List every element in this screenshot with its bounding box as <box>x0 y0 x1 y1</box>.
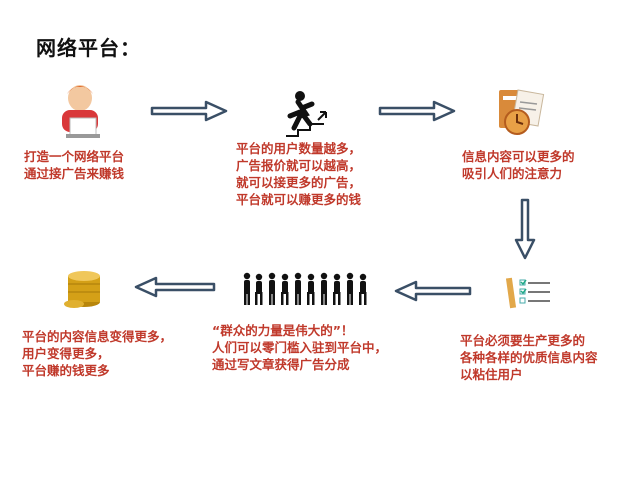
checklist-icon <box>506 277 550 309</box>
caption-line: 平台的内容信息变得更多， <box>22 329 173 344</box>
caption-line: “群众的力量是伟大的”！ <box>212 323 354 338</box>
caption-node-4: 平台必须要生产更多的 各种各样的优质信息内容 以粘住用户 <box>460 332 598 383</box>
documents-clock-icon <box>499 89 545 135</box>
crowd-silhouettes-icon <box>243 272 367 305</box>
caption-node-2: 平台的用户数量越多， 广告报价就可以越高， 就可以接更多的广告， 平台就可以赚更… <box>236 140 361 208</box>
running-up-stairs-icon <box>286 91 327 137</box>
caption-line: 信息内容可以更多的 <box>462 149 575 164</box>
caption-line: 平台的用户数量越多， <box>236 141 362 156</box>
gold-coins-icon <box>64 271 100 308</box>
caption-line: 通过接广告来赚钱 <box>24 166 125 181</box>
caption-node-5: “群众的力量是伟大的”！ 人们可以零门槛入驻到平台中， 通过写文章获得广告分成 <box>212 322 387 373</box>
caption-line: 平台必须要生产更多的 <box>460 333 586 348</box>
caption-line: 就可以接更多的广告， <box>236 175 362 190</box>
caption-line: 人们可以零门槛入驻到平台中， <box>212 340 388 355</box>
caption-node-3: 信息内容可以更多的 吸引人们的注意力 <box>462 148 575 182</box>
caption-line: 通过写文章获得广告分成 <box>212 357 350 372</box>
caption-line: 平台赚的钱更多 <box>22 363 110 378</box>
arrow-3-to-4 <box>514 198 536 260</box>
arrow-5-to-6 <box>134 276 216 298</box>
arrow-4-to-5 <box>394 280 472 302</box>
user-at-computer-icon <box>62 85 100 138</box>
caption-line: 用户变得更多， <box>22 346 110 361</box>
caption-node-6: 平台的内容信息变得更多， 用户变得更多， 平台赚的钱更多 <box>22 328 172 379</box>
caption-line: 广告报价就可以越高， <box>236 158 362 173</box>
caption-line: 打造一个网络平台 <box>24 149 125 164</box>
caption-line: 以粘住用户 <box>460 367 523 382</box>
page-title: 网络平台： <box>36 36 141 60</box>
caption-line: 各种各样的优质信息内容 <box>460 350 598 365</box>
caption-line: 平台就可以赚更多的钱 <box>236 192 362 207</box>
caption-node-1: 打造一个网络平台 通过接广告来赚钱 <box>24 148 124 182</box>
arrow-1-to-2 <box>150 100 228 122</box>
caption-line: 吸引人们的注意力 <box>462 166 563 181</box>
arrow-2-to-3 <box>378 100 456 122</box>
